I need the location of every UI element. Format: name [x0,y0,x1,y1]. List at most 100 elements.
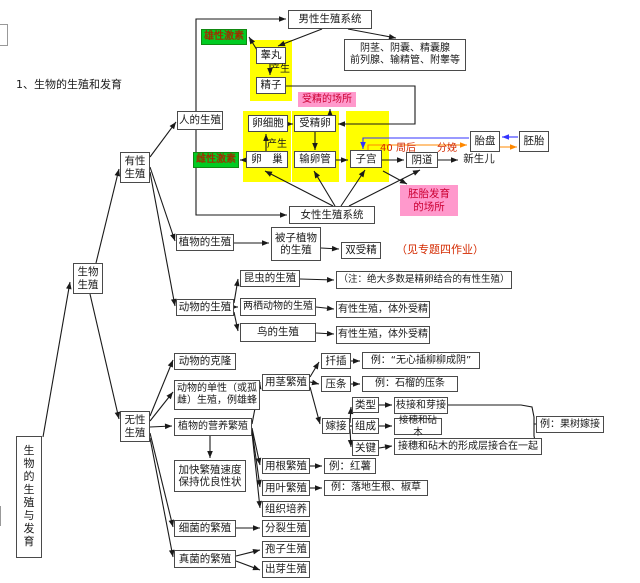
edge-zygote-to-oviduct [312,132,318,150]
edge-testis-to-sperm [267,64,273,75]
node-embryo: 胚胎 [519,131,549,152]
node-biology-repro: 生物 生殖 [73,263,103,294]
node-fission-repro: 分裂生殖 [262,520,310,537]
corner-mark-left [0,506,1,526]
node-fungi-repro: 真菌的繁殖 [174,550,236,568]
node-angiosperm-repro: 被子植物 的生殖 [271,227,321,261]
edge-plant-to-angiosperm [234,240,269,246]
main-title: 生 物 的 生 殖 与 发 育 [16,436,42,558]
node-animal-repro: 动物的生殖 [176,299,234,316]
node-layering-example: 例：石榴的压条 [362,376,458,392]
edge-uterus-to-vagina [382,157,404,163]
edge-fungi-to-budding [235,560,261,571]
node-budding-repro: 出芽生殖 [262,561,310,578]
node-root-prop: 用根繁殖 [262,458,310,474]
node-asexual-repro: 无性 生殖 [120,411,150,442]
node-testis: 睾丸 [256,47,286,64]
corner-mark-top [0,24,8,46]
edge-amphibian-to-mode [315,305,335,312]
edge-asexual-to-parthenogenesis [149,391,174,422]
node-bird-repro: 鸟的生殖 [240,323,316,342]
node-male-system: 男性生殖系统 [288,10,372,29]
edge-root-to-example [310,463,322,469]
node-amphibian-mode: 有性生殖，体外受精 [336,301,430,318]
node-graft-key: 关键 [352,440,379,456]
brace-top-to-graft-example [448,404,535,424]
node-animal-clone: 动物的克隆 [174,353,236,370]
edge-bird-to-mode [315,330,335,337]
edge-key-to-value [378,444,393,450]
edge-asexual-to-bacteria [149,432,175,528]
node-cutting-example: 例：“无心插柳柳成阴” [362,352,480,369]
edge-female-to-oviduct [313,170,336,207]
edge-placenta-to-uterus [360,137,469,149]
edge-testis-to-androgen [248,36,258,51]
edge-stem-to-grafting [309,386,321,425]
node-androgen: 雄性激素 [201,29,247,45]
edge-composition-to-value [379,423,392,429]
node-zygote: 受精卵 [294,115,336,132]
edge-ovary-to-estrogen [240,157,247,163]
node-bird-mode: 有性生殖，体外受精 [336,326,430,344]
node-vegetative-prop: 植物的营养繁殖 [174,418,252,436]
node-layering: 压条 [321,376,351,392]
edge-bacteria-to-fission [236,525,260,531]
node-uterus: 子宫 [350,150,382,168]
node-bacteria-repro: 细菌的繁殖 [174,520,236,537]
edge-asexual-to-vegetative [149,423,173,430]
node-sexual-repro: 有性 生殖 [120,152,150,183]
node-grafting: 嫁接 [322,418,350,434]
edge-embryo-to-placenta [502,134,518,140]
edge-placenta-to-embryo [500,144,517,150]
edge-female-to-ovary [264,170,334,207]
edge-sexual-to-human [149,121,177,158]
edge-grafting-to-type [347,406,354,424]
node-double-fertilization: 双受精 [341,242,381,259]
edge-zygote-to-fertsite [327,109,333,116]
edge-animal-to-insect [233,278,240,304]
node-graft-composition-value: 接穗和砧木 [394,415,442,438]
node-root-example: 例：红薯 [324,458,376,474]
node-oviduct: 输卵管 [294,151,336,168]
node-sperm: 精子 [256,77,286,94]
edge-fungi-to-spore [235,548,261,557]
node-plant-repro: 植物的生殖 [176,234,234,251]
heading: 1、生物的生殖和发育 [16,78,122,92]
node-male-organs: 阴茎、阴囊、精囊腺 前列腺、输精管、附睾等 [344,39,466,71]
edge-female-to-vagina [348,169,421,207]
edge-title-to-bio [42,281,72,438]
node-vagina: 阴道 [406,152,438,168]
edge-leaf-to-example [310,485,322,491]
node-ovary: 卵 巢 [246,151,288,168]
node-graft-example: 例：果树嫁接 [536,416,604,433]
edge-uterus-to-placenta [367,142,467,151]
edge-uterus-to-devsite [382,170,408,185]
edge-vegetative-to-root [251,427,262,466]
node-human-repro: 人的生殖 [177,111,223,130]
node-insect-repro: 昆虫的生殖 [240,270,300,287]
edge-sexual-to-animal [149,171,177,307]
edge-male-to-organs [347,28,397,40]
node-fertilization-site: 受精的场所 [298,92,356,107]
node-tissue-culture: 组织培养 [262,501,310,517]
edge-ovary-to-eggcell [263,134,269,151]
node-spore-repro: 孢子生殖 [262,541,310,558]
node-parthenogenesis: 动物的单性（或孤 雌）生殖，例雄蜂 [174,380,260,410]
node-graft-type-value: 枝接和芽接 [394,397,448,414]
edge-human-to-male-system [195,16,286,111]
node-egg-cell: 卵细胞 [248,115,288,132]
edge-bio-to-sexual [95,168,121,264]
edge-angiosperm-to-doublefert [320,245,340,252]
edge-stem-to-layering [309,379,320,386]
edge-type-to-value [379,402,392,408]
node-benefit: 加快繁殖速度 保持优良性状 [174,460,246,492]
edge-vegetative-to-benefit [207,436,213,458]
node-graft-type: 类型 [352,397,379,413]
node-estrogen: 雌性激素 [193,152,239,168]
node-graft-key-value: 接穗和砧木的形成层接合在一起 [394,438,542,455]
edge-asexual-to-clone [149,359,174,417]
label-newborn: 新生儿 [463,152,495,165]
edge-animal-to-bird [233,311,240,332]
